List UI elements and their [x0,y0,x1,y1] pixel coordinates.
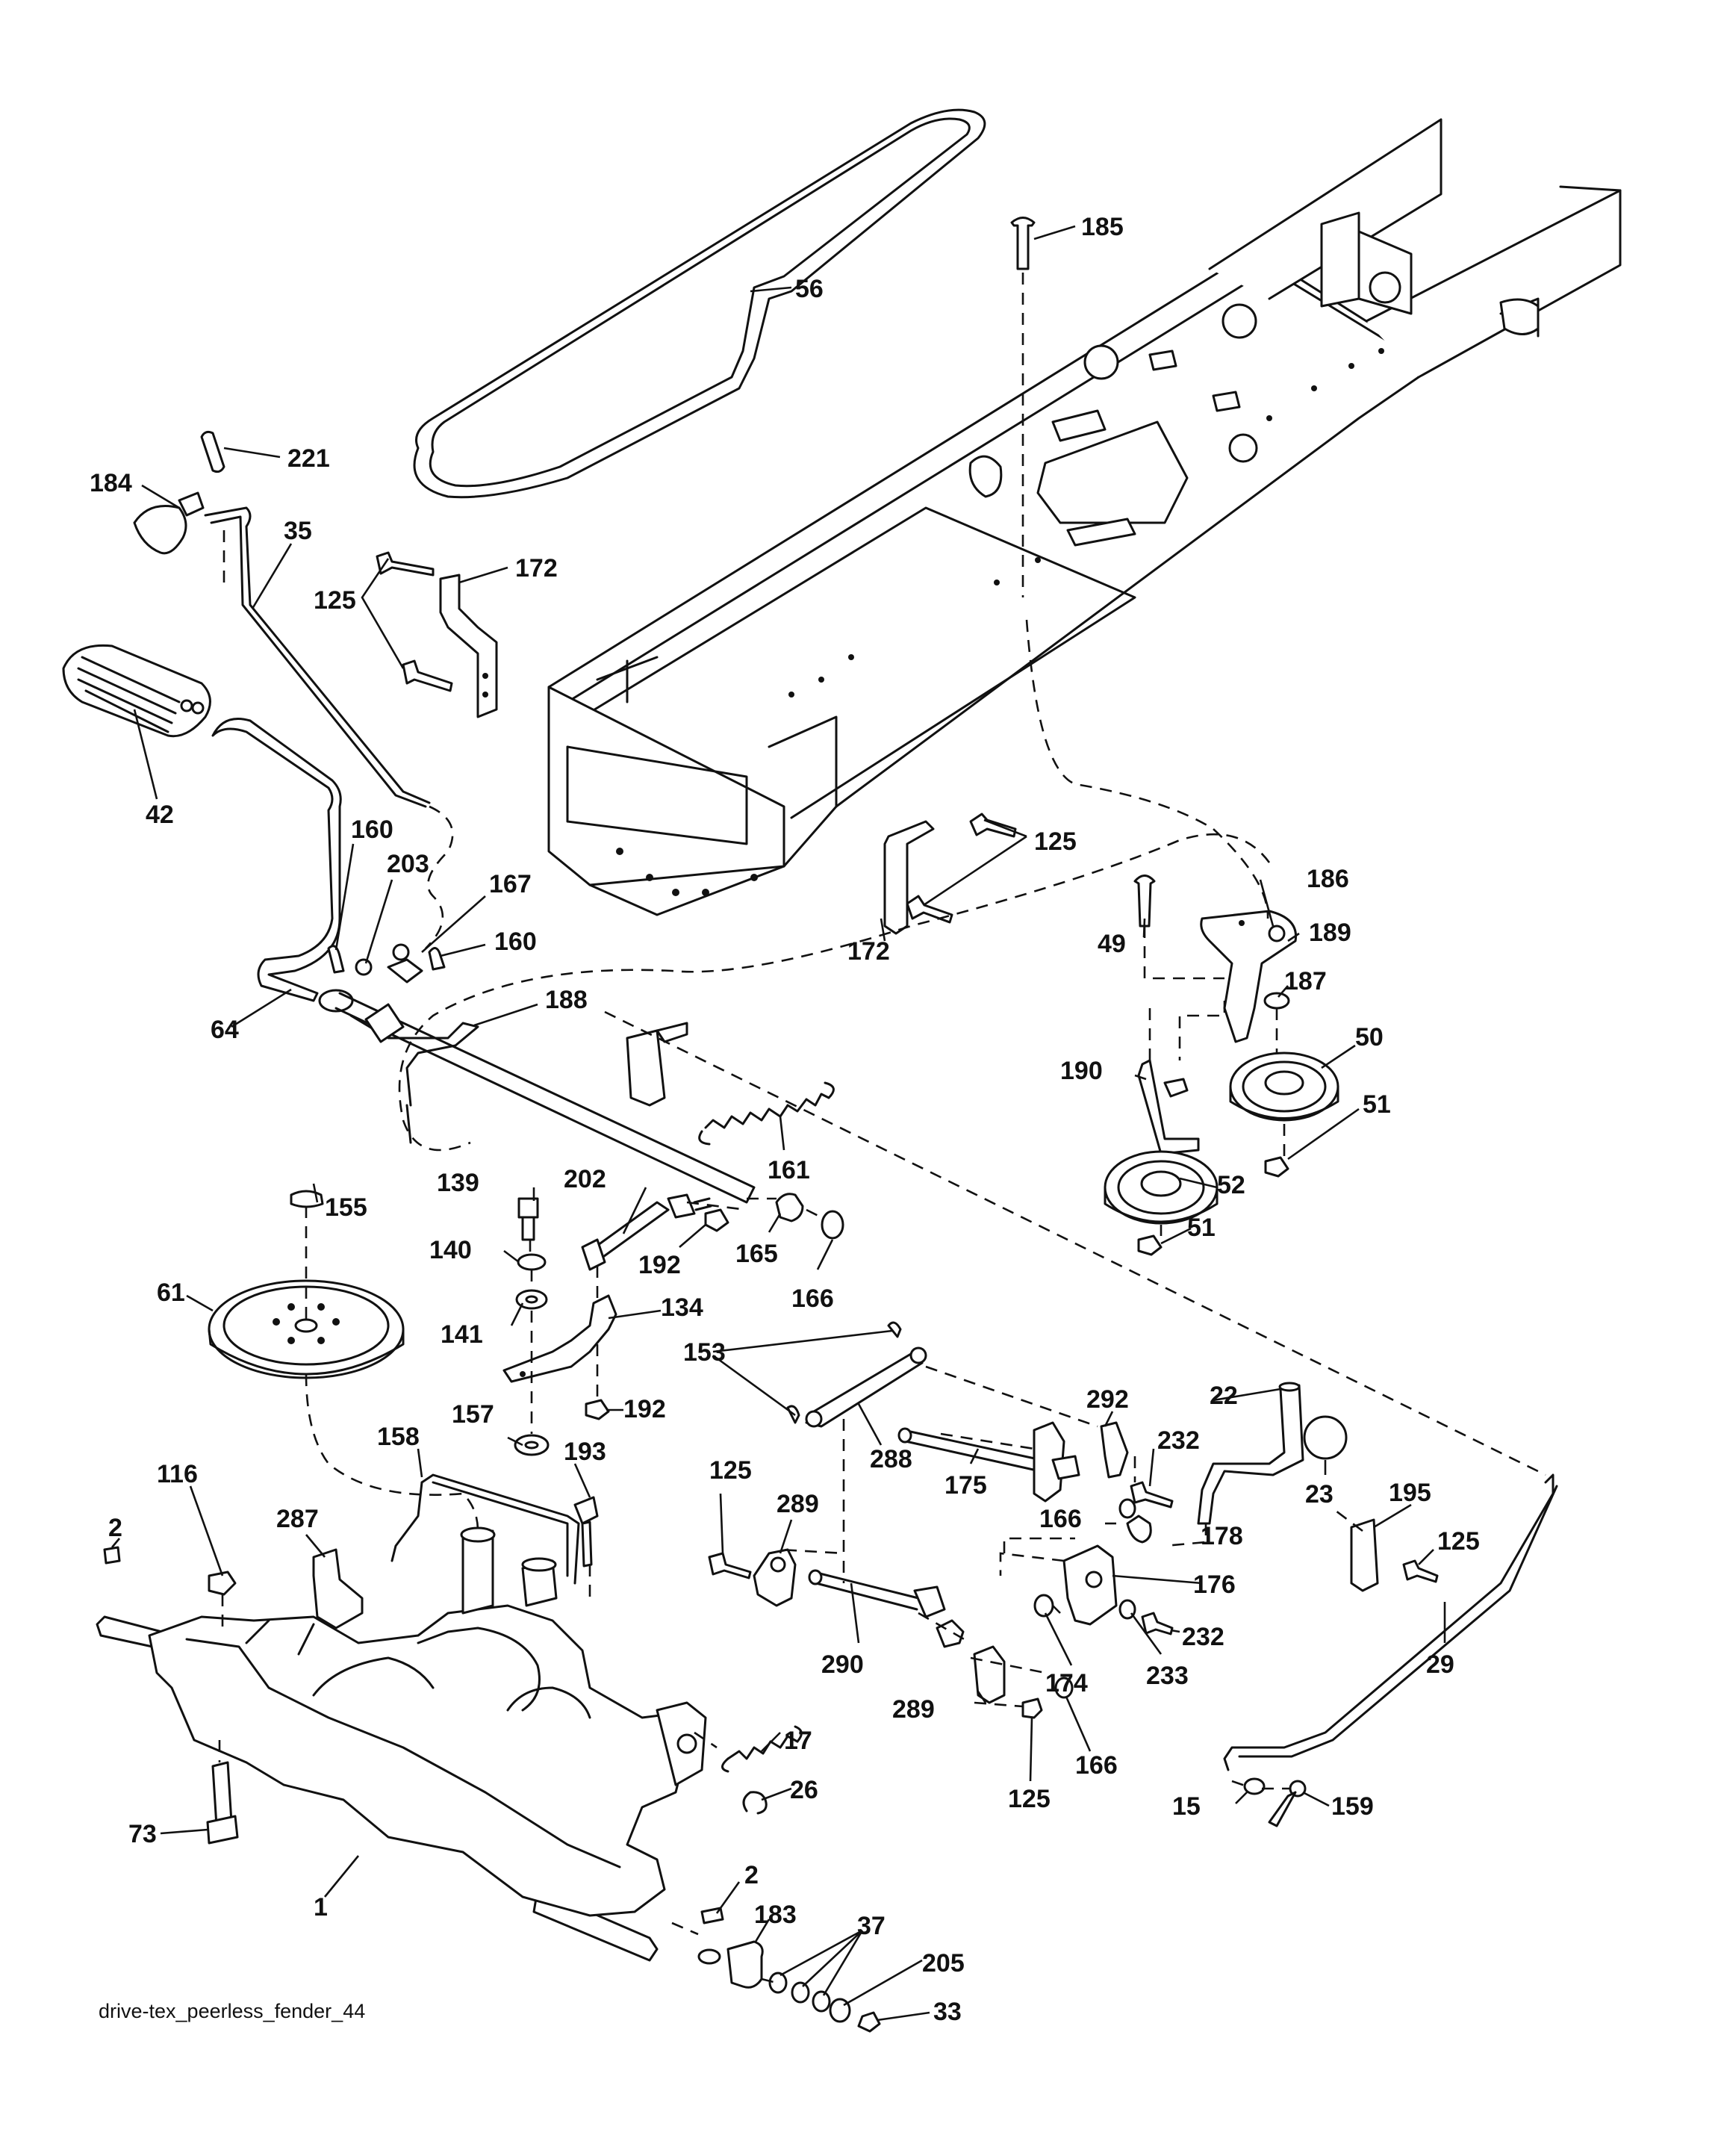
label-42: 42 [146,801,174,829]
label-195: 195 [1389,1479,1431,1507]
label-161: 161 [768,1156,810,1184]
label-189: 189 [1309,919,1351,947]
label-290: 290 [821,1650,864,1679]
label-73: 73 [128,1820,157,1848]
label-155: 155 [325,1193,367,1222]
transaxle [96,1526,724,1965]
label-158: 158 [377,1423,420,1451]
label-33: 33 [933,1998,962,2026]
label-166-upper: 166 [791,1284,834,1313]
label-37: 37 [857,1912,886,1940]
label-160-left: 160 [351,816,393,844]
label-116: 116 [157,1460,198,1488]
label-52: 52 [1217,1171,1245,1199]
label-51-upper: 51 [1363,1090,1391,1119]
frame-assembly [547,118,1622,916]
label-185: 185 [1081,213,1124,241]
label-193: 193 [564,1438,606,1466]
label-192-upper: 192 [638,1251,681,1279]
label-159: 159 [1331,1792,1374,1821]
label-221: 221 [287,444,330,473]
label-192-lower: 192 [623,1395,666,1423]
ground-speed-linkage [1223,1473,1558,1827]
label-125-lower: 125 [1034,827,1077,856]
label-35: 35 [284,517,312,545]
label-202: 202 [564,1165,606,1193]
label-188: 188 [545,986,588,1014]
label-178: 178 [1201,1522,1243,1550]
callout-leaders [111,225,1446,2022]
drive-belt [413,108,986,499]
label-175: 175 [944,1471,987,1500]
transmission-pulley [208,1190,405,1379]
label-289-lower: 289 [892,1695,935,1724]
label-15: 15 [1172,1792,1201,1821]
bracket-172-lower [883,813,1017,935]
label-232-upper: 232 [1157,1426,1200,1455]
label-56: 56 [795,275,824,303]
part-labels: 185 56 221 184 35 172 125 42 160 203 167… [90,213,1480,2026]
label-29: 29 [1426,1650,1454,1679]
label-176: 176 [1193,1571,1236,1599]
label-17: 17 [784,1727,812,1755]
brake-pedal-parts [62,430,756,1204]
label-157: 157 [452,1400,494,1429]
label-51-lower: 51 [1187,1214,1216,1242]
label-2-lower: 2 [744,1861,759,1889]
idler-assembly [1010,217,1339,1256]
label-233: 233 [1146,1662,1189,1690]
label-125-upper: 125 [314,586,356,615]
bypass-rod-parts [312,1473,599,1630]
spring-161 [698,1081,835,1146]
label-125-center: 125 [709,1456,752,1485]
label-139: 139 [437,1169,479,1197]
label-49: 49 [1098,930,1126,958]
label-288: 288 [870,1445,912,1473]
label-141: 141 [441,1320,483,1349]
label-287: 287 [276,1505,319,1533]
dashed-leaders [218,273,1546,1984]
label-50: 50 [1355,1023,1384,1051]
diagram-caption: drive-tex_peerless_fender_44 [99,2000,365,2022]
label-140: 140 [429,1236,472,1264]
label-64: 64 [211,1016,239,1044]
label-190: 190 [1060,1057,1103,1085]
shift-linkage [708,1321,1348,1719]
label-187: 187 [1284,967,1327,995]
label-125-lower-center: 125 [1008,1785,1051,1813]
label-165: 165 [735,1240,778,1268]
label-22: 22 [1210,1382,1238,1410]
label-232-lower: 232 [1182,1623,1224,1651]
label-203: 203 [387,850,429,878]
label-125-right: 125 [1437,1527,1480,1556]
label-1: 1 [314,1893,328,1922]
label-166-center: 166 [1039,1505,1082,1533]
label-183: 183 [754,1901,797,1929]
label-153: 153 [683,1338,726,1367]
label-289-upper: 289 [777,1490,819,1518]
label-160-right: 160 [494,928,537,956]
label-23: 23 [1305,1480,1333,1509]
label-174: 174 [1045,1669,1088,1697]
label-292: 292 [1086,1385,1129,1414]
label-186: 186 [1307,865,1349,893]
label-2-upper: 2 [108,1514,122,1542]
label-172-upper: 172 [515,554,558,583]
axle-hardware [726,1940,881,2033]
label-166-lower: 166 [1075,1751,1118,1780]
bracket-172-upper [376,551,498,718]
label-134: 134 [661,1293,703,1322]
springs-17-26 [721,1725,803,1815]
label-184: 184 [90,469,132,497]
label-26: 26 [790,1776,818,1804]
label-167: 167 [489,870,532,898]
label-205: 205 [922,1949,965,1978]
label-172-lower: 172 [847,937,890,966]
label-61: 61 [157,1279,185,1307]
